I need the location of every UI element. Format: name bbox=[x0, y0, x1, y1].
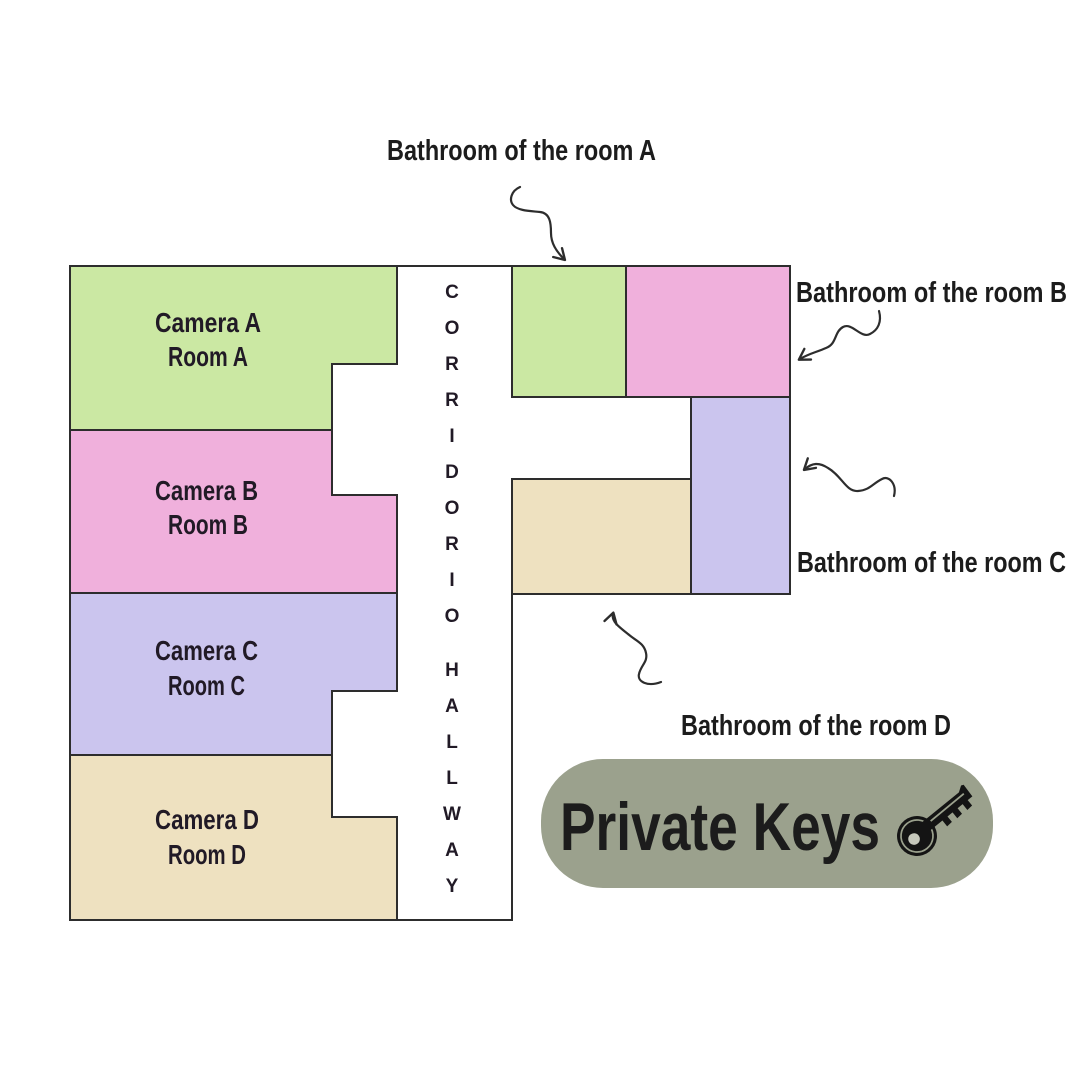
svg-text:O: O bbox=[445, 318, 460, 339]
svg-text:A: A bbox=[445, 696, 459, 717]
svg-text:Room D: Room D bbox=[168, 839, 246, 870]
svg-text:Camera C: Camera C bbox=[155, 635, 258, 666]
svg-text:Bathroom of the room A: Bathroom of the room A bbox=[387, 135, 656, 167]
svg-text:Room A: Room A bbox=[168, 341, 248, 372]
svg-text:Bathroom of the room D: Bathroom of the room D bbox=[681, 710, 951, 742]
svg-text:D: D bbox=[445, 462, 459, 483]
svg-text:Room B: Room B bbox=[168, 509, 248, 540]
svg-text:I: I bbox=[449, 570, 454, 591]
svg-text:Camera D: Camera D bbox=[155, 804, 259, 835]
svg-text:A: A bbox=[445, 840, 459, 861]
svg-text:Y: Y bbox=[446, 876, 459, 897]
svg-text:L: L bbox=[446, 732, 458, 753]
svg-text:O: O bbox=[445, 498, 460, 519]
svg-text:C: C bbox=[445, 282, 459, 303]
svg-text:Camera A: Camera A bbox=[155, 307, 261, 338]
svg-text:Private Keys: Private Keys bbox=[560, 789, 880, 865]
svg-text:I: I bbox=[449, 426, 454, 447]
svg-text:R: R bbox=[445, 390, 459, 411]
svg-text:R: R bbox=[445, 534, 459, 555]
svg-text:Bathroom of the room B: Bathroom of the room B bbox=[796, 277, 1067, 309]
svg-text:H: H bbox=[445, 660, 459, 681]
svg-text:R: R bbox=[445, 354, 459, 375]
svg-text:Bathroom of the room C: Bathroom of the room C bbox=[797, 547, 1066, 579]
svg-text:Camera B: Camera B bbox=[155, 475, 258, 506]
svg-text:W: W bbox=[443, 804, 461, 825]
svg-text:O: O bbox=[445, 606, 460, 627]
svg-text:Room C: Room C bbox=[168, 670, 245, 701]
svg-text:L: L bbox=[446, 768, 458, 789]
